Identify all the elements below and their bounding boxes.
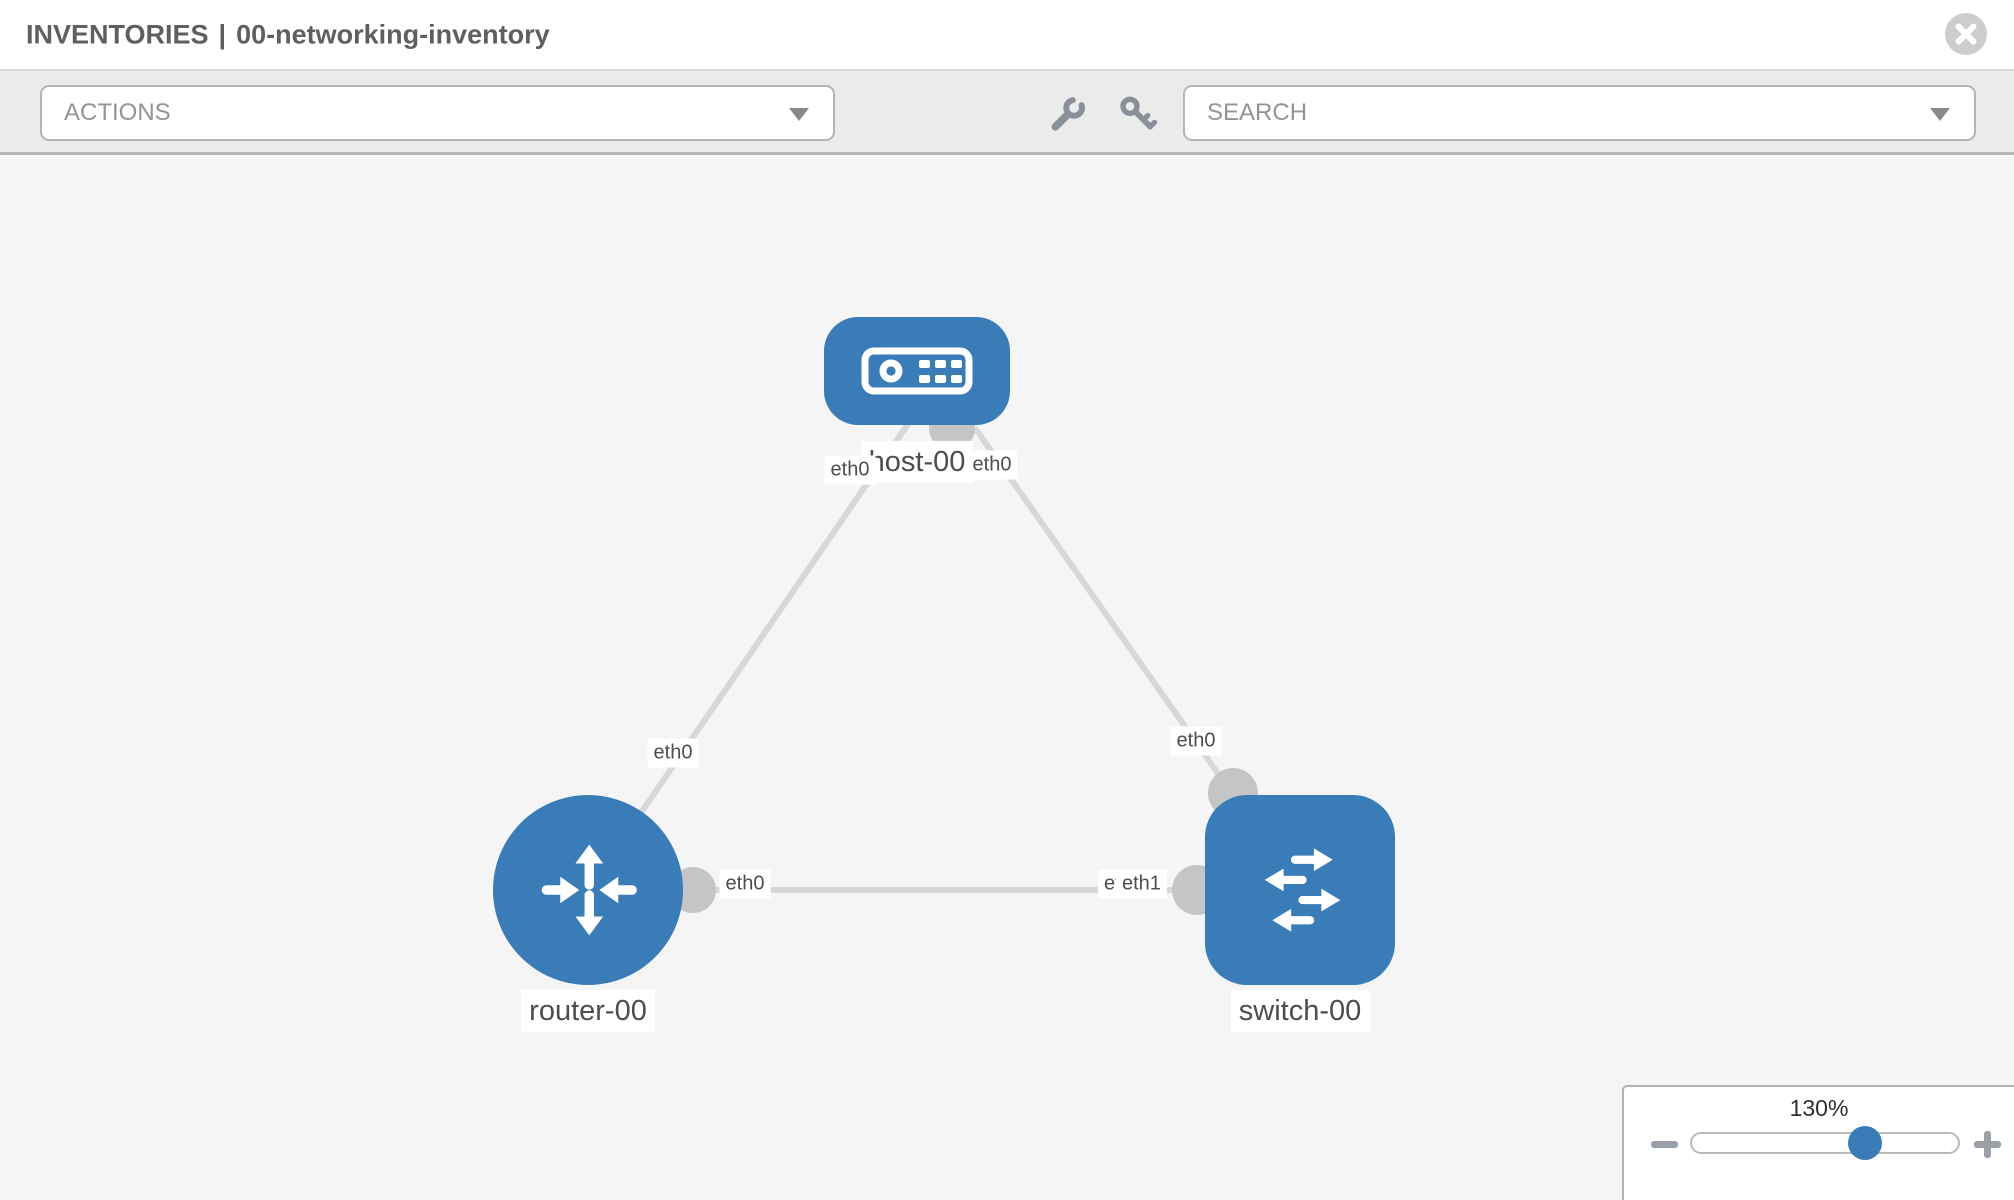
breadcrumb-separator: |	[218, 19, 227, 49]
interface-label-host-eth0-left: eth0	[824, 455, 876, 485]
zoom-slider-track[interactable]	[1690, 1132, 1960, 1154]
interface-label-router-eth0-right: eth0	[719, 869, 771, 899]
zoom-level-value: 130%	[1789, 1095, 1849, 1121]
topology-canvas[interactable]: host-00 router-00 switch-00 eth0 eth0 et…	[0, 155, 2014, 1200]
actions-dropdown[interactable]: ACTIONS	[40, 85, 835, 141]
breadcrumb-section: INVENTORIES	[26, 19, 209, 49]
node-label-host: host-00	[860, 440, 974, 484]
interface-label-host-eth0-right: eth0	[966, 450, 1018, 480]
close-icon	[1945, 13, 1987, 55]
zoom-out-button[interactable]	[1650, 1131, 1680, 1157]
topology-links-layer	[585, 405, 1303, 915]
chevron-down-icon	[1930, 108, 1950, 121]
inventory-name: 00-networking-inventory	[236, 19, 550, 49]
node-host-00[interactable]	[824, 317, 1010, 425]
credentials-button[interactable]	[1116, 93, 1158, 135]
zoom-slider-knob[interactable]	[1848, 1126, 1882, 1160]
interface-label-router-eth0-top: eth0	[647, 738, 699, 768]
wrench-icon	[1051, 97, 1085, 131]
interface-label-switch-eth0-top: eth0	[1170, 726, 1222, 756]
host-icon	[861, 347, 973, 395]
close-button[interactable]	[1944, 12, 1988, 56]
node-label-router: router-00	[521, 989, 655, 1033]
minus-icon	[1651, 1141, 1678, 1148]
router-icon	[541, 844, 637, 936]
node-router-00[interactable]	[493, 795, 683, 985]
node-switch-00[interactable]	[1205, 795, 1395, 985]
interface-label-switch-eth1: eth1	[1116, 869, 1167, 899]
toolbar: ACTIONS SEARCH	[0, 71, 2014, 155]
zoom-control-panel: 130%	[1622, 1085, 2014, 1200]
search-dropdown[interactable]: SEARCH	[1183, 85, 1976, 141]
chevron-down-icon	[789, 108, 809, 121]
page-title: INVENTORIES | 00-networking-inventory	[26, 19, 550, 50]
node-label-switch: switch-00	[1230, 989, 1370, 1033]
switch-icon	[1264, 848, 1341, 932]
page-header: INVENTORIES | 00-networking-inventory	[0, 0, 2014, 71]
key-icon	[1120, 96, 1158, 130]
zoom-in-button[interactable]	[1973, 1131, 2003, 1158]
search-placeholder: SEARCH	[1207, 99, 1308, 126]
configure-button[interactable]	[1047, 93, 1089, 135]
actions-dropdown-label: ACTIONS	[64, 99, 171, 126]
